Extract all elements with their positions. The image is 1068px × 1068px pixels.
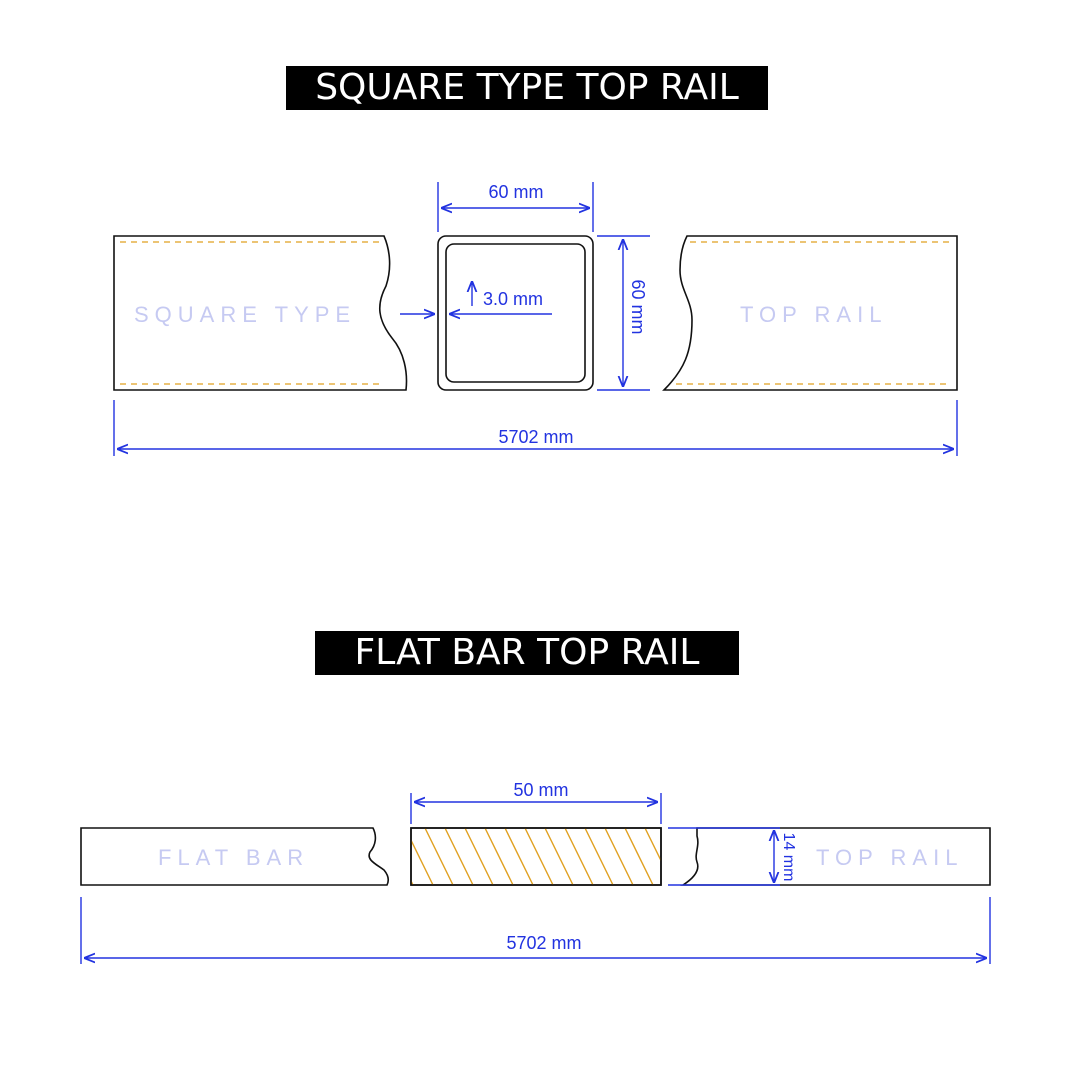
square-rail-right-segment	[662, 235, 958, 391]
flat-width-dimension	[410, 793, 662, 824]
flat-width-dim-text: 50 mm	[513, 780, 568, 800]
square-thickness-dim-text: 3.0 mm	[483, 289, 543, 309]
square-rail-title: SQUARE TYPE TOP RAIL	[286, 66, 768, 110]
flat-bar-cross-section	[410, 827, 662, 886]
square-rail-left-segment	[113, 235, 408, 391]
square-width-dimension	[437, 182, 594, 232]
flat-thickness-dim-text: 14 mm	[780, 833, 797, 882]
flat-thickness-dimension	[668, 827, 780, 886]
flat-length-dim-text: 5702 mm	[506, 933, 581, 953]
square-rail-right-label: TOP RAIL	[740, 302, 887, 327]
square-height-dim-text: 60 mm	[628, 279, 648, 334]
square-width-dim-text: 60 mm	[488, 182, 543, 202]
square-height-dimension	[597, 235, 650, 391]
flat-bar-left-segment	[80, 827, 390, 886]
flat-length-dimension	[80, 897, 991, 964]
flat-bar-hatching	[411, 828, 661, 885]
flat-bar-right-label: TOP RAIL	[816, 845, 963, 870]
square-rail-left-label: SQUARE TYPE	[134, 302, 356, 327]
flat-rail-title: FLAT BAR TOP RAIL	[315, 631, 739, 675]
square-thickness-dimension	[400, 282, 552, 314]
square-tube-cross-section	[437, 235, 594, 391]
square-length-dimension	[113, 400, 958, 456]
flat-bar-left-label: FLAT BAR	[158, 845, 309, 870]
square-length-dim-text: 5702 mm	[498, 427, 573, 447]
